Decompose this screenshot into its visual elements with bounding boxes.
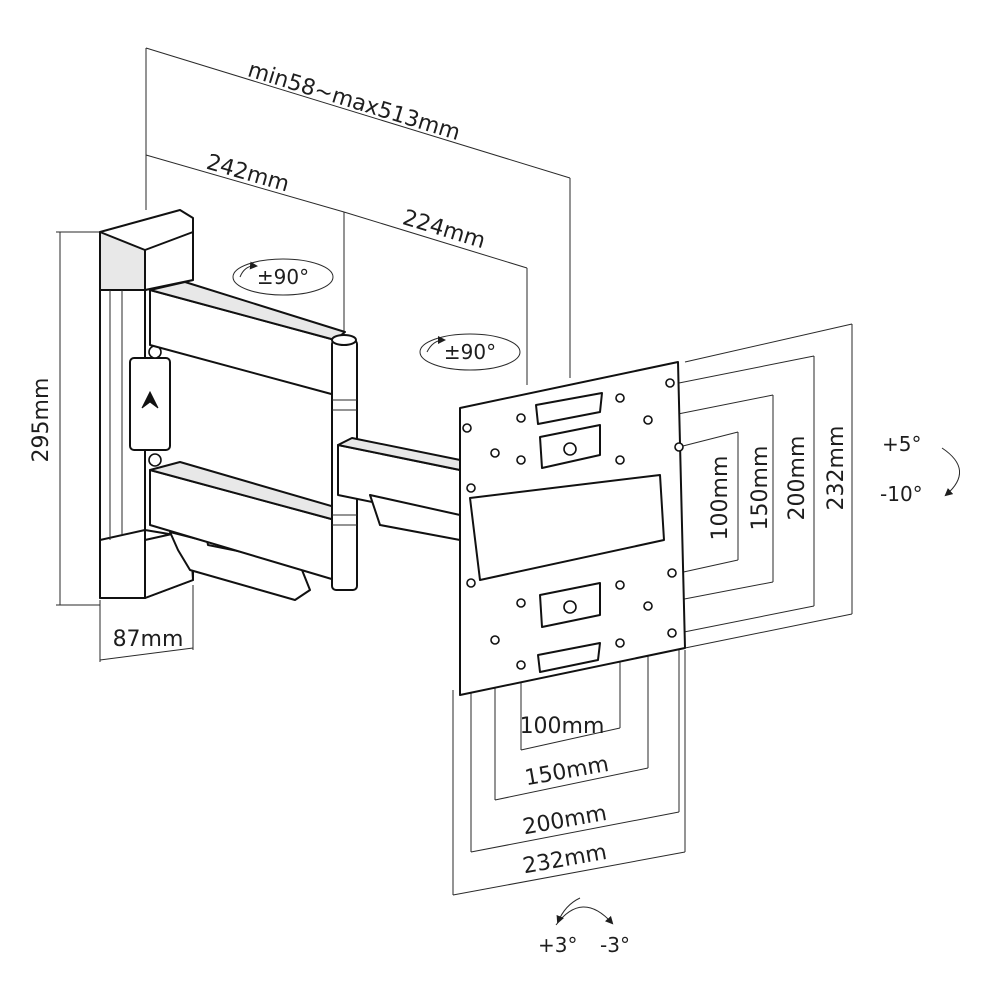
tilt-up-label: +5° [882,432,921,456]
rotation-indicator: +3° -3° [538,897,630,957]
vesa-plate [459,361,686,696]
swivel-2-label: ±90° [444,340,496,364]
vesa-v-200-label: 200mm [785,436,810,521]
vesa-v-232-label: 232mm [824,426,849,511]
extension-dim-line [145,47,571,179]
vesa-v-150-label: 150mm [748,446,773,531]
arm1-label: 242mm [204,150,292,197]
first-arm [149,281,346,581]
rotate-plus-label: +3° [538,933,577,957]
arm2-dim-line [343,211,528,269]
swivel-indicator-2: ±90° [419,333,521,371]
vesa-h-100-label: 100mm [520,714,605,739]
extension-label: min58~max513mm [245,58,463,146]
swivel-1-label: ±90° [257,265,309,289]
dimension-lines [56,47,853,896]
tilt-down-label: -10° [880,482,923,506]
depth-label: 87mm [113,627,184,652]
rotate-minus-label: -3° [600,933,630,957]
depth-dim-line [99,647,194,661]
vesa-h-232-label: 232mm [521,840,609,879]
second-arm [337,437,471,541]
height-label: 295mm [29,378,54,463]
tilt-indicator: +5° -10° [880,432,961,506]
arm1-dim-line [145,154,345,213]
vesa-v-100-label: 100mm [708,456,733,541]
arm2-label: 224mm [400,205,488,254]
swivel-indicator-1: ±90° [232,258,334,296]
